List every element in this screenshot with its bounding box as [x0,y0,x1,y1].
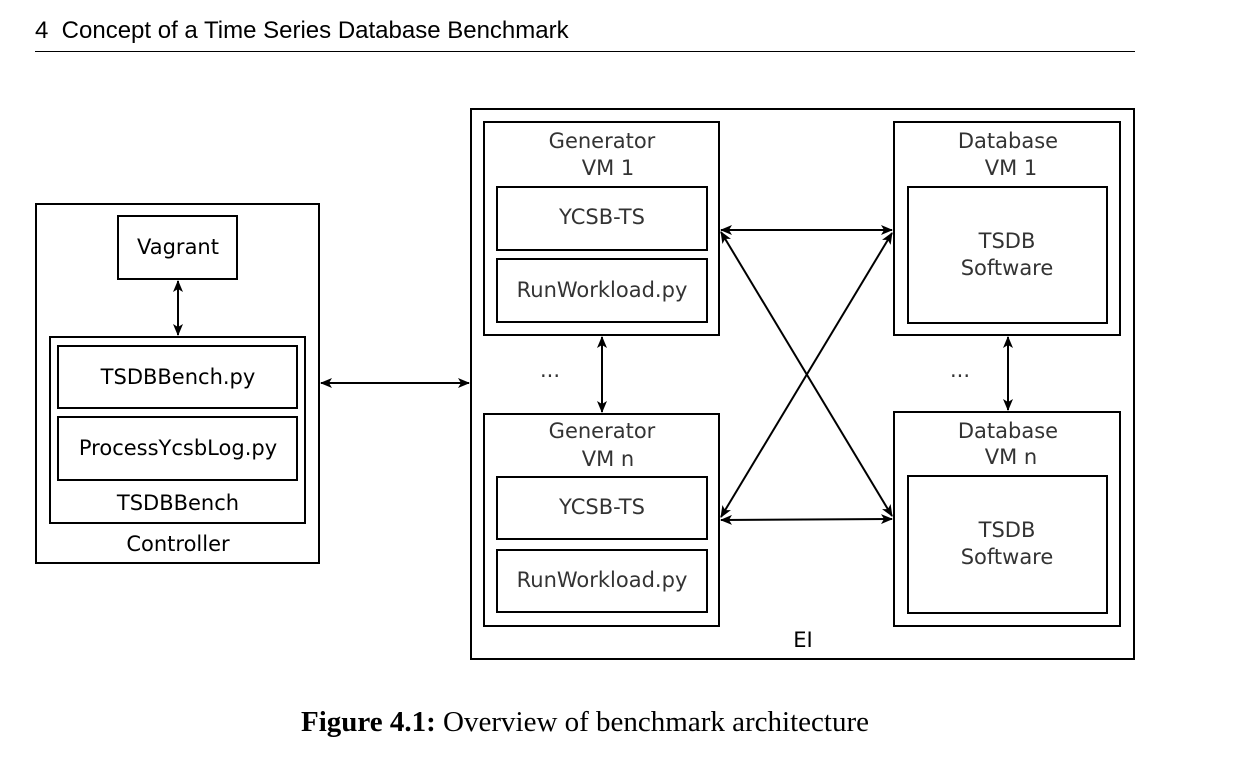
generator-vm-1-label-line2: VM 1 [582,156,635,180]
database-vm-1-label-line1: Database [958,129,1058,153]
generator-vm-1-label-line1: Generator [549,129,656,153]
generator-vm-n-ycsb-box: YCSB-TS [496,476,708,540]
database-vm-1-label-line2: VM 1 [985,156,1038,180]
generators-ellipsis: ... [540,358,560,382]
database-vm-1-software-box: TSDB Software [907,186,1108,324]
ei-label: EI [793,628,812,652]
generator-vm-1-runworkload-box: RunWorkload.py [496,258,708,323]
tsdbbench-script-label: TSDBBench.py [100,365,256,389]
vagrant-box: Vagrant [117,215,238,280]
databases-ellipsis: ... [950,358,970,382]
database-vm-n-label-line1: Database [958,419,1058,443]
generator-vm-1-ycsb-box: YCSB-TS [496,186,708,251]
processycsblog-script-label: ProcessYcsbLog.py [79,436,277,460]
figure-caption: Figure 4.1: Overview of benchmark archit… [0,704,1170,740]
generator-n-database-1-arrow [720,232,893,518]
processycsblog-script-box: ProcessYcsbLog.py [57,416,298,481]
database-vm-1-software-line1: TSDB [978,229,1036,253]
database-vm-n-software-line2: Software [961,545,1054,569]
database-vm-n-software-line1: TSDB [978,518,1036,542]
generator-vm-1-ycsb-label: YCSB-TS [558,205,645,229]
running-head: 4 Concept of a Time Series Database Benc… [35,17,569,44]
database-vm-n-label-line2: VM n [985,445,1037,469]
figure-caption-text: Overview of benchmark architecture [435,706,869,738]
generator-vm-n-runworkload-box: RunWorkload.py [496,549,708,613]
generator-vm-n-label-line2: VM n [582,447,634,471]
tsdbbench-label: TSDBBench [116,491,239,515]
header-rule [35,51,1135,52]
controller-label: Controller [126,532,230,556]
generator-vm-1-runworkload-label: RunWorkload.py [517,278,688,302]
generator-n-database-n-arrow [720,514,893,525]
generator-vm-n-runworkload-label: RunWorkload.py [517,568,688,592]
figure-caption-label: Figure 4.1: [301,706,436,738]
tsdbbench-script-box: TSDBBench.py [57,345,298,409]
vagrant-label: Vagrant [137,235,219,259]
generator-vm-n-ycsb-label: YCSB-TS [558,495,645,519]
generator-vm-n-label-line1: Generator [549,419,656,443]
database-vm-n-software-box: TSDB Software [907,475,1108,614]
database-vm-1-software-line2: Software [961,256,1054,280]
